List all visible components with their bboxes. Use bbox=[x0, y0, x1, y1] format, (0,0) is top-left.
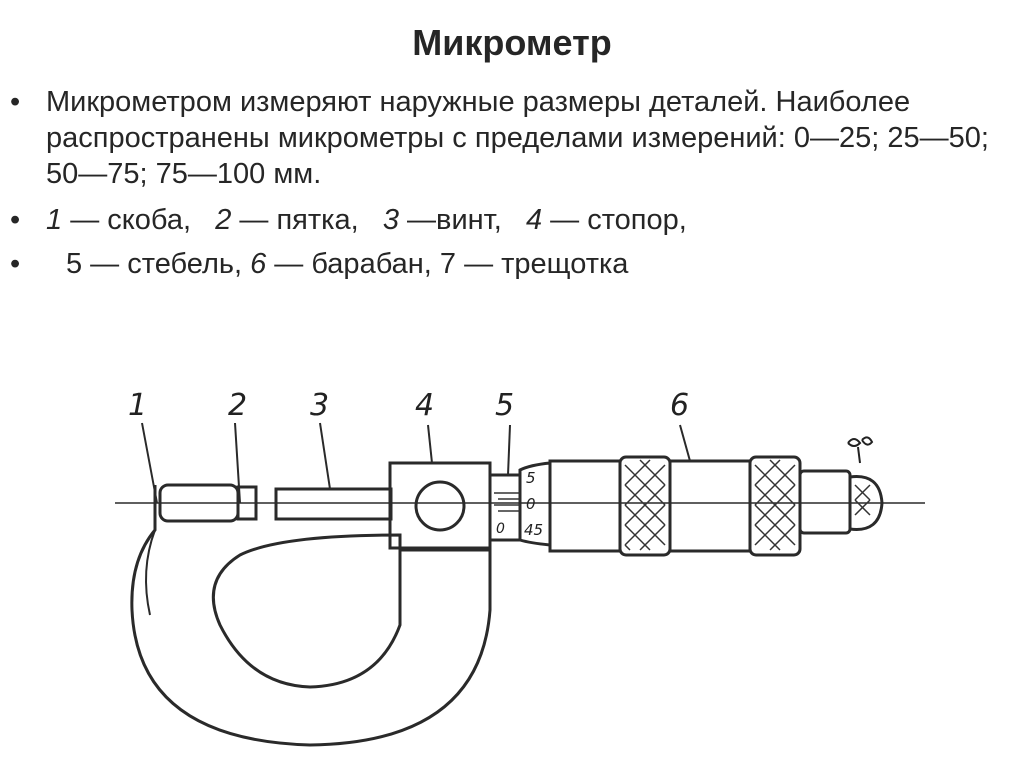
frame-head bbox=[388, 461, 492, 550]
label-6: 6 bbox=[670, 388, 689, 423]
label-4: 4 bbox=[415, 388, 434, 423]
part-text: — скоба, bbox=[62, 204, 192, 236]
part-number: 1 bbox=[46, 204, 63, 236]
scale-mark-5: 5 bbox=[526, 469, 536, 487]
label-3: 3 bbox=[310, 388, 329, 423]
lock-nut bbox=[414, 480, 466, 532]
part-number: 4 bbox=[525, 204, 543, 236]
ratchet-mark-icon bbox=[847, 436, 874, 464]
bullet-dot-icon: • bbox=[10, 204, 21, 236]
bullet-item-description: • Микрометром измеряют наружные размеры … bbox=[10, 84, 1000, 192]
bullet-dot-icon: • bbox=[10, 86, 21, 118]
part-number: 2 bbox=[215, 204, 232, 236]
frame-outline bbox=[130, 485, 492, 747]
part-text: — пятка, bbox=[231, 204, 359, 236]
part-number: 3 bbox=[382, 204, 399, 236]
micrometer-diagram: 1 2 3 4 5 6 5 0 45 0 bbox=[115, 388, 925, 747]
label-1: 1 bbox=[128, 388, 147, 423]
sleeve bbox=[488, 473, 522, 542]
bullet-dot-icon: • bbox=[10, 248, 21, 280]
bullet-item-parts-1-4: • 1 — скоба, 2 — пятка, 3 —винт, 4 — сто… bbox=[10, 202, 1000, 238]
part-text: — барабан, 7 — трещотка bbox=[266, 248, 629, 280]
part-text: 5 — стебель, bbox=[66, 248, 251, 280]
sleeve-mark-0: 0 bbox=[496, 521, 505, 537]
thimble bbox=[548, 459, 622, 553]
part-text: — стопор, bbox=[542, 204, 687, 236]
label-2: 2 bbox=[228, 388, 247, 423]
scale-mark-0: 0 bbox=[526, 495, 536, 513]
bullet-list: • Микрометром измеряют наружные размеры … bbox=[10, 84, 1000, 292]
label-5: 5 bbox=[495, 388, 514, 423]
bullet-item-parts-5-7: • 5 — стебель, 6 — барабан, 7 — трещотка bbox=[10, 246, 1000, 282]
bullet-text: Микрометром измеряют наружные размеры де… bbox=[46, 86, 989, 190]
part-number: 6 bbox=[250, 248, 267, 280]
slide-title: Микрометр bbox=[412, 22, 612, 63]
ratchet-body bbox=[798, 469, 852, 535]
ratchet-cap bbox=[849, 475, 884, 531]
scale-mark-45: 45 bbox=[524, 521, 543, 539]
spindle bbox=[274, 487, 393, 521]
part-text: —винт, bbox=[398, 204, 502, 236]
